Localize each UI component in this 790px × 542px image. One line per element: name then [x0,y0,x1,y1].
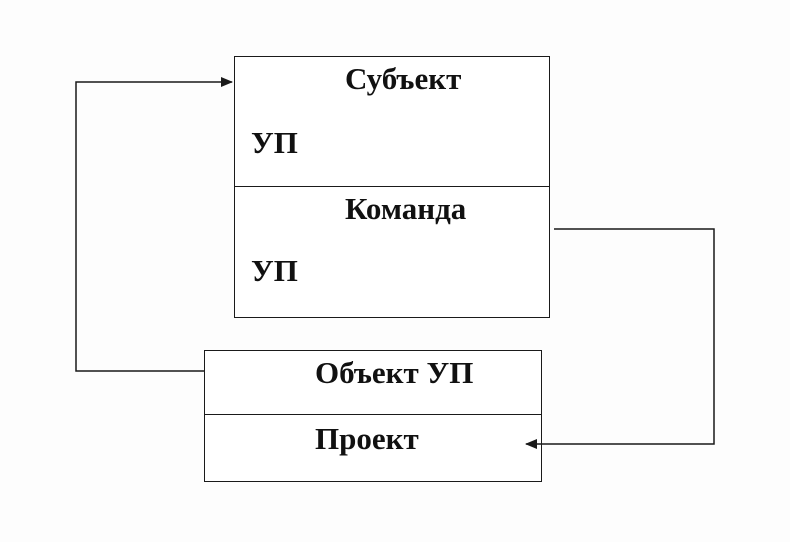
project-label: Проект [315,421,419,456]
team-sub-label: УП [251,253,298,288]
object-section: Объект УП [205,351,541,415]
subject-section: Субъект УП [235,57,549,187]
management-object-box: Объект УП Проект [204,350,542,482]
management-subject-box: Субъект УП Команда УП [234,56,550,318]
subject-sub-label: УП [251,125,298,160]
object-title: Объект УП [315,355,474,390]
feedback-arrow [75,77,233,372]
team-title: Команда [345,191,467,226]
subject-title: Субъект [345,61,462,96]
control-arrow [525,228,715,449]
project-section: Проект [205,414,541,481]
team-section: Команда УП [235,186,549,317]
